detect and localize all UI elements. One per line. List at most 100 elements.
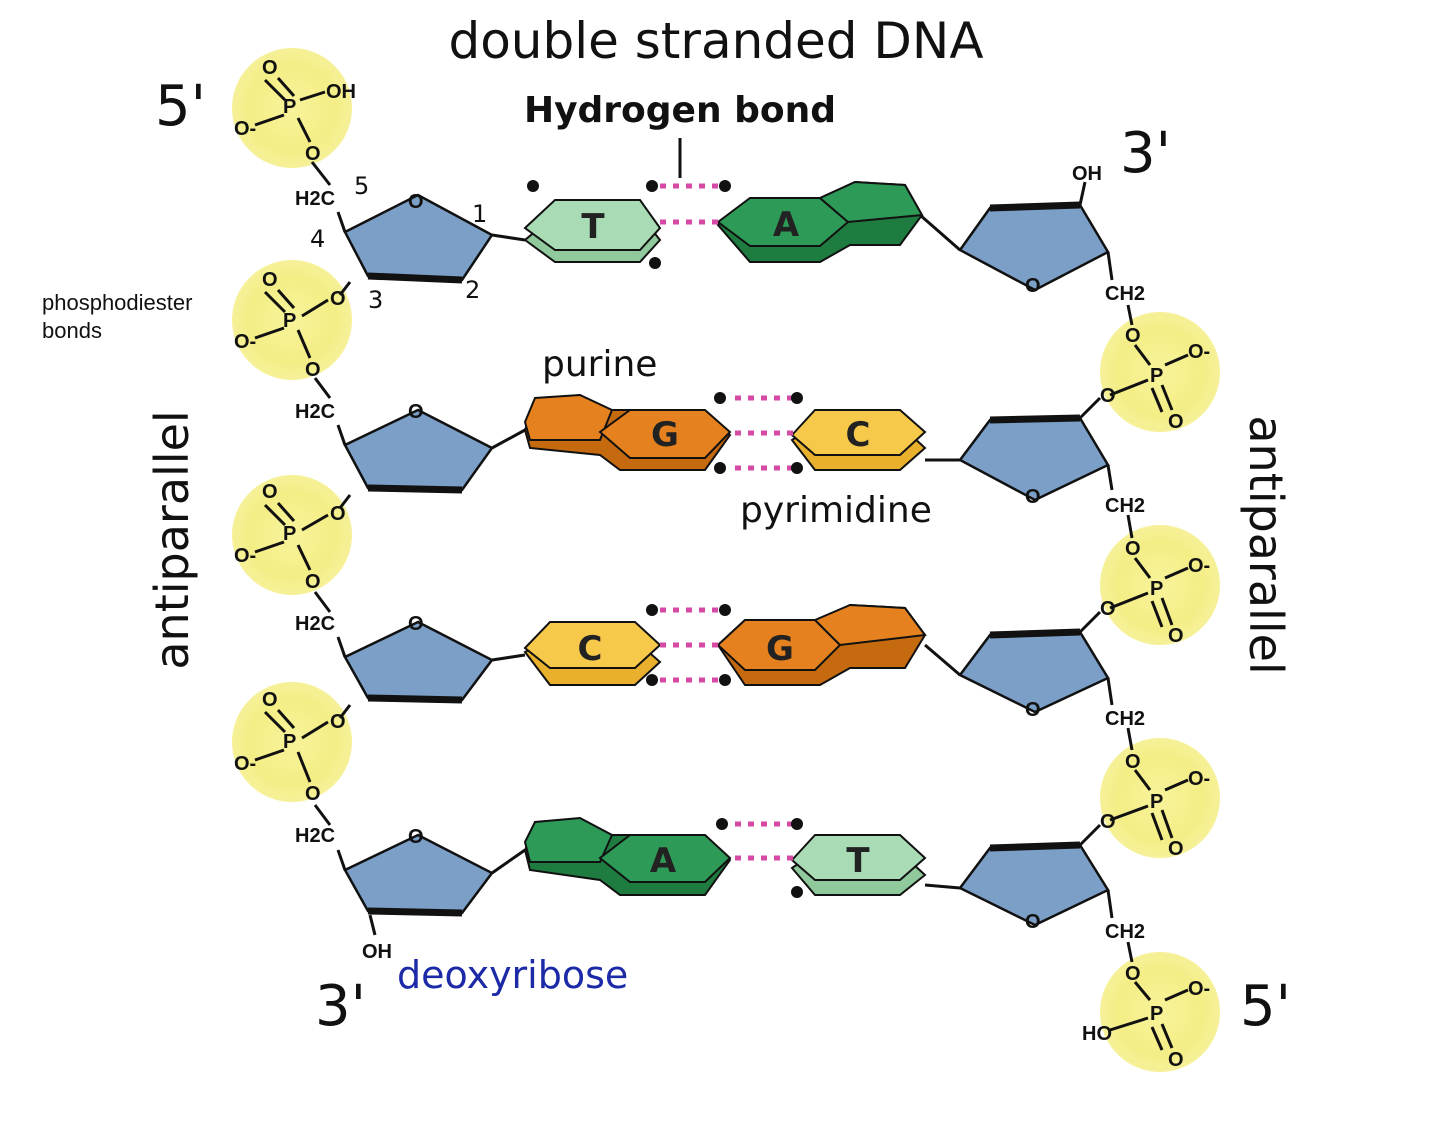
left-backbone-bonds [254, 77, 377, 936]
phosphate-glow [232, 682, 352, 802]
svg-text:T: T [581, 207, 605, 247]
phosphate-glow [232, 48, 352, 168]
svg-text:O-: O- [234, 118, 256, 140]
svg-text:O: O [408, 613, 424, 635]
adenine-base: A [523, 816, 732, 896]
svg-text:O: O [1100, 811, 1116, 833]
svg-text:P: P [283, 96, 296, 118]
phosphate-glow [1100, 312, 1220, 432]
phosphate-glow [1100, 738, 1220, 858]
svg-text:HO: HO [1082, 1023, 1112, 1045]
svg-text:O: O [1100, 598, 1116, 620]
svg-text:O-: O- [1188, 978, 1210, 1000]
thymine-base: T [523, 199, 662, 263]
svg-text:O: O [330, 288, 346, 310]
phosphodiester-label-line1: phosphodiester [42, 290, 192, 315]
left-sugars: O O O O [343, 191, 494, 917]
svg-text:P: P [1150, 365, 1163, 387]
svg-text:O: O [305, 571, 321, 593]
svg-text:O: O [1025, 699, 1041, 721]
svg-text:O: O [1168, 838, 1184, 860]
svg-text:O: O [408, 191, 424, 213]
sugar-left-2: O [343, 401, 494, 494]
svg-text:CH2: CH2 [1105, 708, 1145, 730]
sugar-right-1: O [958, 201, 1110, 297]
guanine-base: G [716, 603, 927, 686]
right-phosphate-atoms: OH CH2 O P O- O O CH2 O P O- O O CH2 O P… [1072, 163, 1210, 1071]
phosphate-glow [1100, 525, 1220, 645]
svg-text:O: O [305, 143, 321, 165]
svg-text:O: O [408, 401, 424, 423]
right-phosphates [1100, 312, 1220, 1072]
svg-text:P: P [283, 731, 296, 753]
sugar-right-3: O [958, 628, 1110, 721]
svg-text:O: O [262, 689, 278, 711]
svg-text:O-: O- [1188, 555, 1210, 577]
right-three-prime-label: 3' [1120, 121, 1171, 186]
svg-text:OH: OH [1072, 163, 1102, 185]
left-three-prime-label: 3' [315, 974, 366, 1039]
purine-label: purine [542, 344, 657, 385]
svg-text:CH2: CH2 [1105, 921, 1145, 943]
antiparallel-left-label: antiparallel [145, 410, 199, 669]
svg-text:4: 4 [310, 225, 325, 253]
svg-text:O: O [1125, 538, 1141, 560]
thymine-base: T [790, 834, 927, 896]
cytosine-base: C [790, 409, 927, 471]
svg-text:O: O [1125, 325, 1141, 347]
right-sugars: O O O O [958, 201, 1110, 933]
svg-text:CH2: CH2 [1105, 283, 1145, 305]
sugar-right-4: O [958, 841, 1110, 933]
base-pair-2: G C [523, 392, 927, 474]
sugar-right-2: O [958, 414, 1110, 508]
svg-text:O: O [305, 359, 321, 381]
svg-text:O: O [1025, 911, 1041, 933]
left-phosphate-atoms: O P OH O- O H2C O P O O- O H2C O P O O- … [234, 57, 392, 963]
diagram-title: double stranded DNA [448, 12, 983, 70]
left-five-prime-label: 5' [155, 74, 206, 139]
svg-text:A: A [650, 841, 677, 881]
carbon-numbers: 1 2 3 4 5 [310, 172, 487, 314]
svg-text:O: O [305, 783, 321, 805]
svg-text:T: T [846, 841, 870, 881]
svg-text:3: 3 [368, 286, 383, 314]
svg-text:O-: O- [234, 753, 256, 775]
right-backbone-bonds [1078, 181, 1189, 1051]
svg-text:C: C [578, 629, 603, 669]
svg-text:O: O [1025, 275, 1041, 297]
svg-text:O-: O- [1188, 768, 1210, 790]
cytosine-base: C [523, 621, 662, 686]
svg-text:O: O [1168, 625, 1184, 647]
svg-text:O-: O- [1188, 341, 1210, 363]
svg-text:CH2: CH2 [1105, 495, 1145, 517]
svg-text:OH: OH [326, 81, 356, 103]
svg-text:O: O [262, 269, 278, 291]
phosphodiester-label-line2: bonds [42, 318, 102, 343]
svg-text:P: P [283, 523, 296, 545]
svg-text:O-: O- [234, 545, 256, 567]
antiparallel-right-label: antiparallel [1239, 415, 1293, 674]
svg-text:O: O [1125, 751, 1141, 773]
svg-text:O: O [408, 826, 424, 848]
base-pair-3: C G [523, 603, 927, 686]
svg-text:O: O [330, 503, 346, 525]
svg-text:O: O [1168, 1049, 1184, 1071]
svg-text:O: O [262, 481, 278, 503]
deoxyribose-label: deoxyribose [397, 953, 628, 997]
adenine-base: A [716, 180, 924, 263]
svg-text:O-: O- [234, 331, 256, 353]
svg-text:O: O [262, 57, 278, 79]
svg-text:P: P [1150, 578, 1163, 600]
phosphate-glow [1100, 952, 1220, 1072]
svg-text:C: C [846, 415, 871, 455]
svg-text:O: O [1025, 486, 1041, 508]
svg-text:H2C: H2C [295, 188, 335, 210]
sugar-left-1: O [343, 191, 494, 284]
svg-text:H2C: H2C [295, 613, 335, 635]
svg-text:P: P [1150, 791, 1163, 813]
svg-text:2: 2 [465, 276, 480, 304]
svg-text:H2C: H2C [295, 401, 335, 423]
base-pair-4: A T [523, 816, 927, 898]
svg-text:P: P [1150, 1003, 1163, 1025]
